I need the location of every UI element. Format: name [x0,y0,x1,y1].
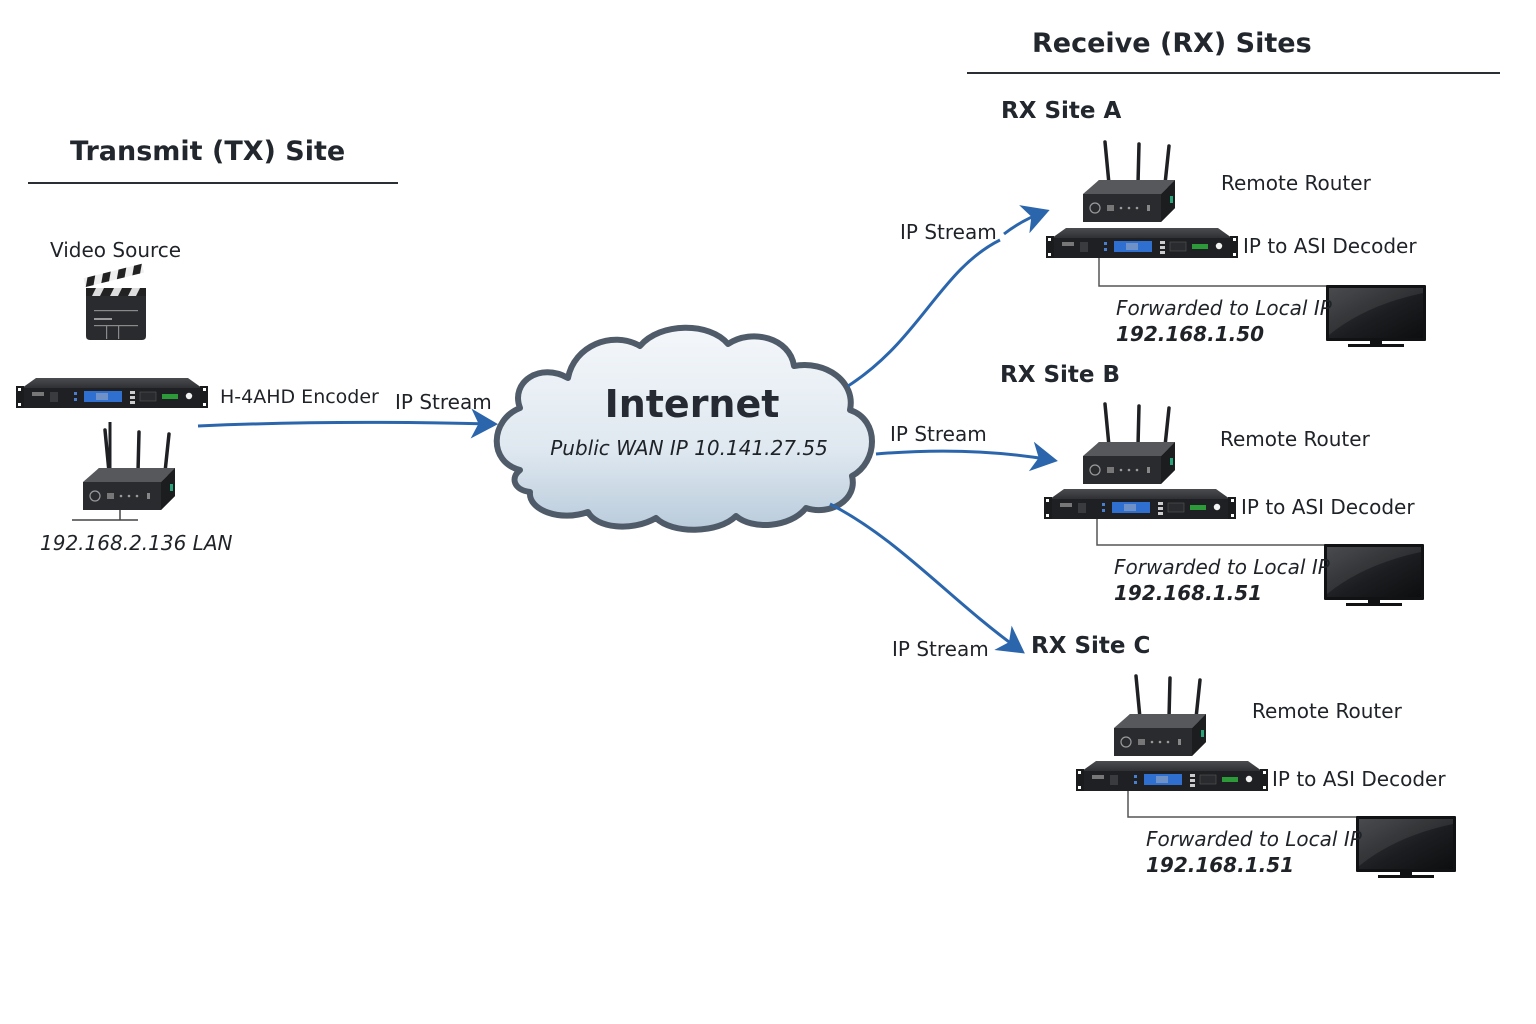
tx-site-heading: Transmit (TX) Site [70,136,346,167]
rx-c-stream-label: IP Stream [892,637,989,661]
rx-b-forward-label: Forwarded to Local IP [1114,555,1330,579]
rx-a-local-ip: 192.168.1.50 [1116,322,1265,346]
rx-b-stream-arrow [875,441,1058,472]
rx-a-monitor-icon [1326,285,1426,347]
rx-a-router-label: Remote Router [1221,171,1371,195]
rx-b-router-label: Remote Router [1220,427,1370,451]
lan-ip-label: 192.168.2.136 LAN [40,531,233,555]
tx-stream-arrow [197,408,498,439]
rx-site-c-title: RX Site C [1031,633,1151,659]
rx-c-forward-label: Forwarded to Local IP [1146,827,1362,851]
rx-a-forward-label: Forwarded to Local IP [1116,296,1332,320]
rx-a-stream-label: IP Stream [900,220,997,244]
rx-c-output-line [1127,791,1358,818]
tx-heading-divider [28,182,398,184]
rx-a-stream-arrow-head [1003,205,1050,236]
rx-a-decoder-label: IP to ASI Decoder [1243,234,1417,258]
rx-a-stream-arrow-line [847,238,1001,388]
internet-cloud-icon [493,324,875,533]
rx-c-local-ip: 192.168.1.51 [1146,853,1295,877]
rx-site-a-title: RX Site A [1001,98,1122,124]
rx-a-decoder-icon [1045,227,1239,259]
rx-b-monitor-icon [1324,544,1424,606]
rx-c-decoder-icon [1075,760,1269,792]
rx-b-decoder-label: IP to ASI Decoder [1241,495,1415,519]
rx-c-router-label: Remote Router [1252,699,1402,723]
clapperboard-icon [83,263,146,340]
rx-b-output-line [1096,519,1326,546]
rx-sites-heading: Receive (RX) Sites [1032,28,1312,59]
video-source-label: Video Source [50,238,182,262]
rx-c-monitor-icon [1356,816,1456,878]
rx-a-router-icon [1081,140,1177,224]
internet-title: Internet [604,382,780,426]
rx-a-output-line [1098,258,1328,287]
rx-b-stream-label: IP Stream [890,422,987,446]
encoder-label: H-4AHD Encoder [220,386,379,408]
rx-c-router-icon [1112,674,1208,758]
tx-stream-label: IP Stream [395,390,492,414]
rx-heading-divider [967,72,1500,74]
rx-site-b-title: RX Site B [1000,362,1121,388]
rx-c-stream-arrow [829,502,1025,654]
wan-ip-label: Public WAN IP 10.141.27.55 [550,436,828,460]
rx-b-local-ip: 192.168.1.51 [1114,581,1263,605]
rx-c-decoder-label: IP to ASI Decoder [1272,767,1446,791]
rx-b-decoder-icon [1043,488,1237,520]
